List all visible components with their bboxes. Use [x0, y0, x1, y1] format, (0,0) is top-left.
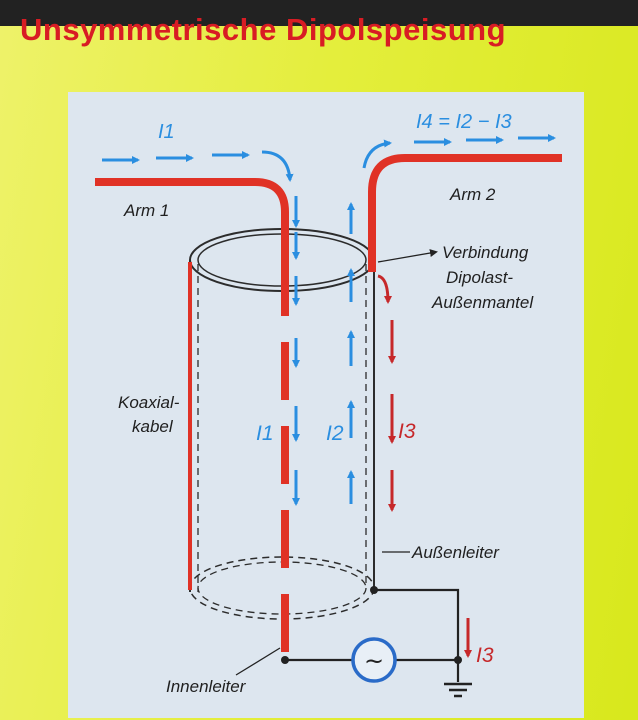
- verbindung-label-2: Dipolast-: [446, 268, 513, 287]
- arm1-current-arrows: [102, 150, 294, 182]
- leader-lines: [235, 249, 438, 676]
- current-i1-mid: I1: [256, 422, 274, 445]
- current-i3-bottom: I3: [476, 644, 494, 667]
- arm1-conductor: [95, 178, 289, 258]
- diagram-panel: [68, 92, 584, 718]
- junction-dot-shield: [370, 586, 378, 594]
- current-i3-mid: I3: [398, 420, 416, 443]
- innenleiter-label: Innenleiter: [166, 677, 247, 696]
- arm2-current-arrows: [362, 134, 556, 169]
- koaxial-label-1: Koaxial-: [118, 393, 180, 412]
- i3-down-arrows: [377, 274, 472, 658]
- verbindung-label-3: Außenmantel: [431, 293, 534, 312]
- feed-wiring: [285, 588, 460, 682]
- junction-dot-inner: [281, 656, 289, 664]
- koaxial-label-2: kabel: [132, 417, 174, 436]
- current-i4-equation: I4 = I2 − I3: [416, 111, 512, 133]
- ac-source-icon: ~: [351, 637, 397, 683]
- arm2-conductor: [368, 154, 562, 272]
- slide-title: Unsymmetrische Dipolspeisung: [20, 12, 507, 47]
- arm2-label: Arm 2: [449, 185, 496, 204]
- verbindung-label-1: Verbindung: [442, 243, 529, 262]
- arm1-label: Arm 1: [123, 201, 169, 220]
- aussenleiter-label: Außenleiter: [411, 543, 500, 562]
- current-i1-top: I1: [158, 121, 175, 143]
- ground-icon: [444, 682, 472, 698]
- source-symbol: ~: [364, 647, 384, 675]
- junction-dot-ground: [454, 656, 462, 664]
- current-i2-mid: I2: [326, 422, 344, 445]
- top-dark-band: [0, 0, 638, 26]
